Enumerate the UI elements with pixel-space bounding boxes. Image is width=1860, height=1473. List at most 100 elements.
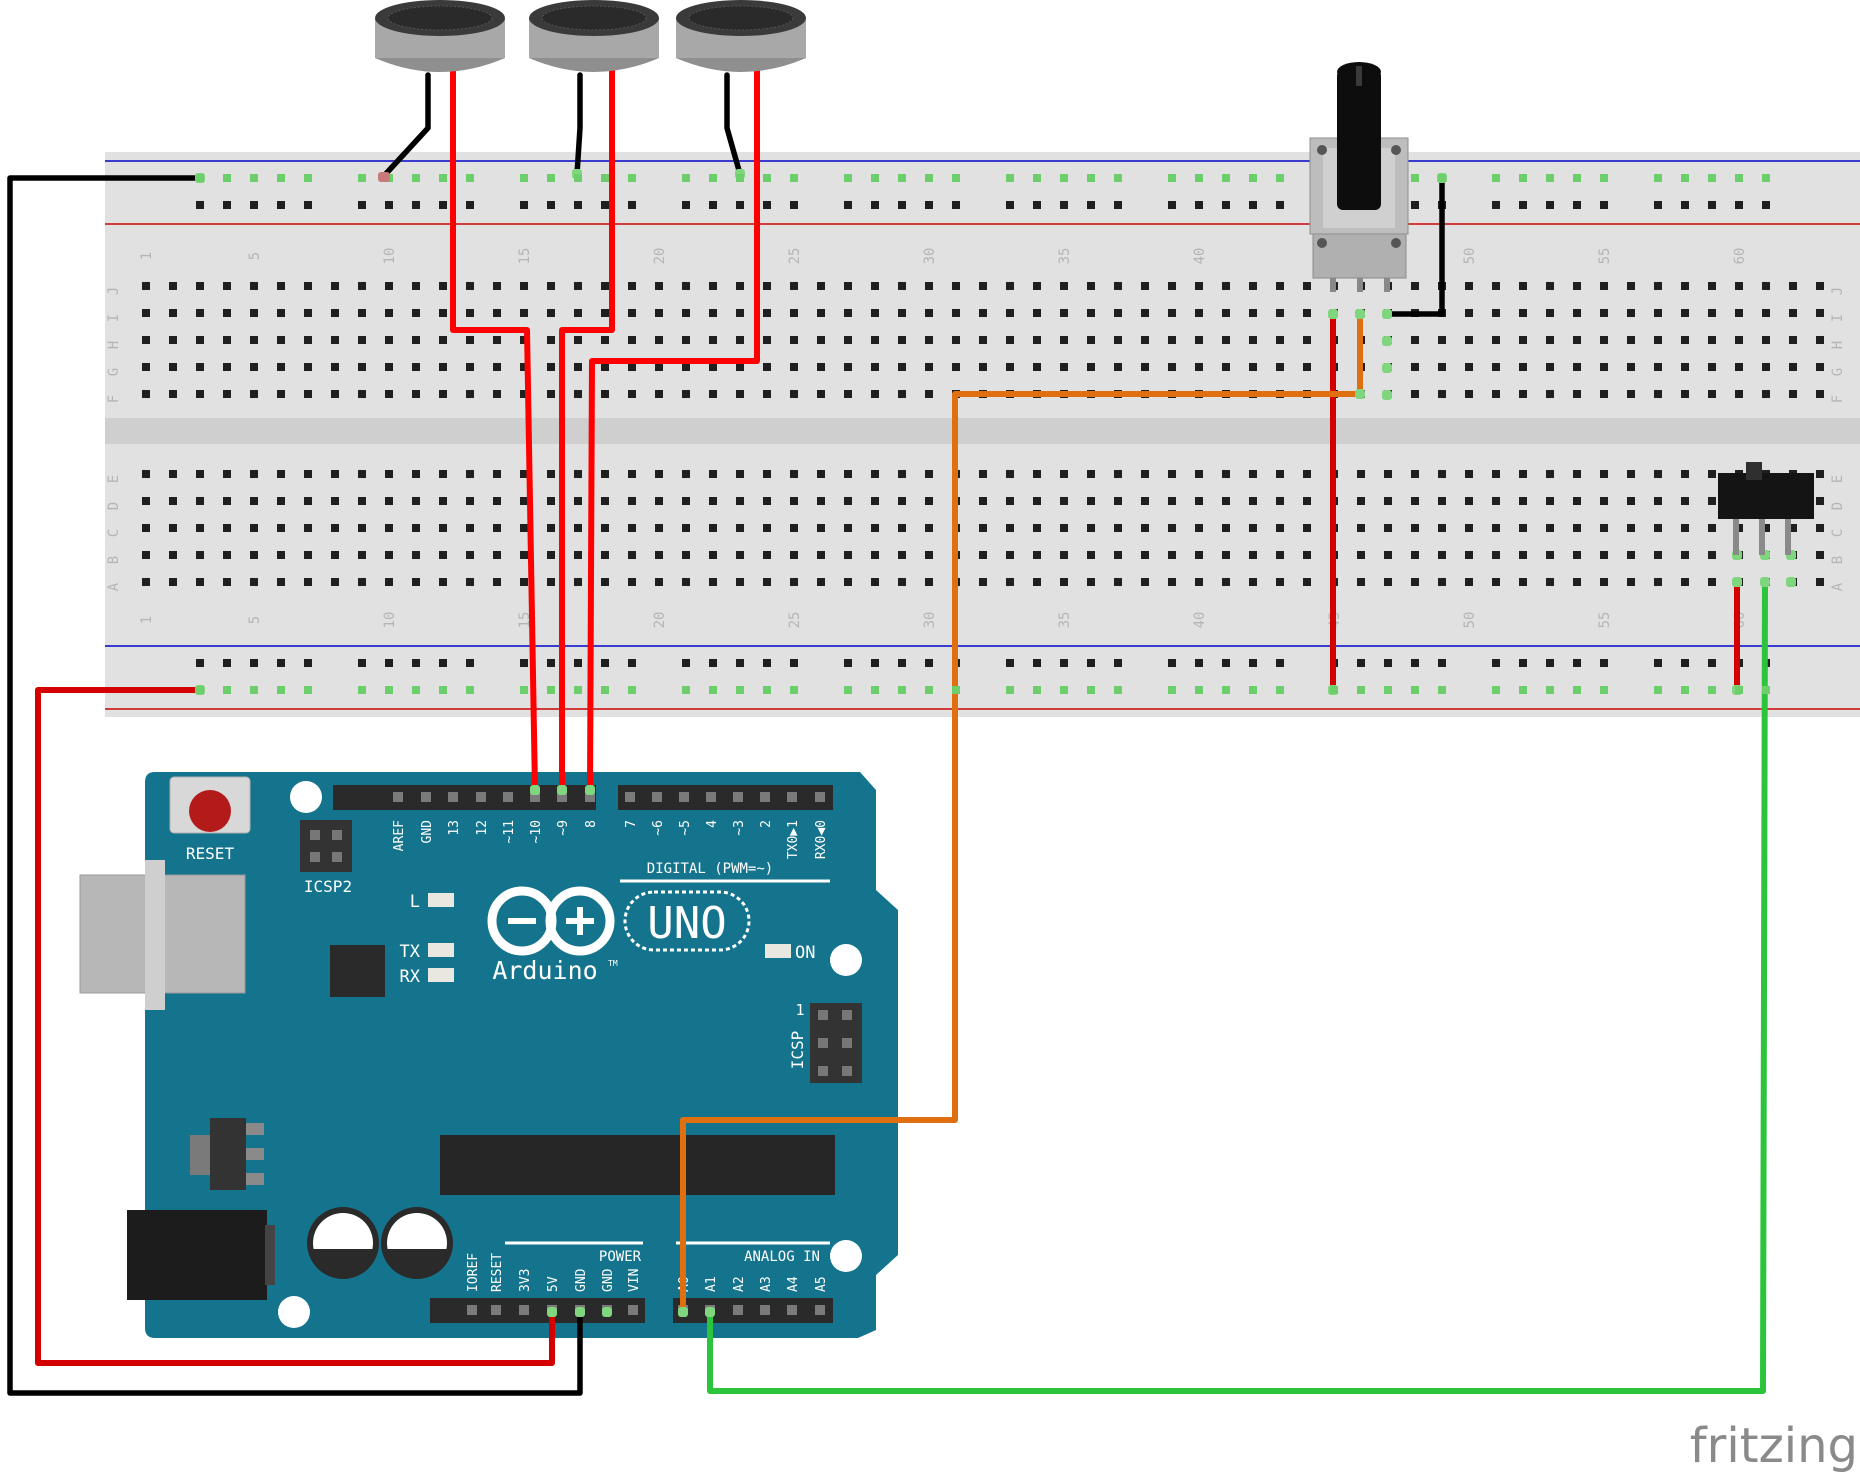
breadboard-hole bbox=[385, 309, 393, 317]
microphone-3 bbox=[676, 0, 806, 72]
mic2-ground-lead bbox=[574, 72, 583, 177]
breadboard-hole bbox=[1006, 578, 1014, 586]
breadboard-hole bbox=[439, 470, 447, 478]
rail-hole bbox=[1168, 201, 1176, 209]
connected-rail-hole bbox=[520, 174, 528, 182]
breadboard-hole bbox=[1060, 578, 1068, 586]
breadboard-hole bbox=[142, 470, 150, 478]
header-pin-hole bbox=[706, 792, 716, 802]
breadboard-hole bbox=[574, 497, 582, 505]
breadboard-hole bbox=[1249, 282, 1257, 290]
rail-hole bbox=[1222, 201, 1230, 209]
breadboard-hole bbox=[1816, 524, 1824, 532]
header-pin-hole bbox=[467, 1305, 477, 1315]
breadboard-hole bbox=[736, 390, 744, 398]
breadboard-hole bbox=[682, 309, 690, 317]
rail-hole bbox=[439, 201, 447, 209]
power-pin-label: 3V3 bbox=[518, 1269, 533, 1292]
rail-hole bbox=[628, 659, 636, 667]
breadboard-hole bbox=[1816, 363, 1824, 371]
breadboard-hole bbox=[682, 363, 690, 371]
rail-hole bbox=[709, 659, 717, 667]
dc-barrel-jack bbox=[127, 1210, 267, 1300]
breadboard-hole bbox=[1654, 524, 1662, 532]
breadboard-hole bbox=[1654, 336, 1662, 344]
rail-hole bbox=[439, 659, 447, 667]
row-letter-label: E bbox=[1830, 475, 1846, 483]
breadboard-hole bbox=[1681, 578, 1689, 586]
rail-hole bbox=[1546, 201, 1554, 209]
breadboard-hole bbox=[655, 470, 663, 478]
digital-pin-label: TX0▶1 bbox=[786, 820, 801, 859]
breadboard-hole bbox=[844, 551, 852, 559]
breadboard-hole bbox=[223, 336, 231, 344]
rail-hole bbox=[871, 201, 879, 209]
breadboard-hole bbox=[1600, 309, 1608, 317]
connected-rail-hole bbox=[844, 174, 852, 182]
breadboard-hole bbox=[385, 551, 393, 559]
breadboard-hole bbox=[898, 551, 906, 559]
breadboard-hole bbox=[655, 524, 663, 532]
row-letter-label: H bbox=[106, 341, 122, 349]
breadboard-hole bbox=[1114, 336, 1122, 344]
connected-rail-hole bbox=[736, 174, 744, 182]
breadboard-hole bbox=[1384, 497, 1392, 505]
breadboard-hole bbox=[1762, 309, 1770, 317]
breadboard-hole bbox=[439, 578, 447, 586]
breadboard-hole bbox=[574, 551, 582, 559]
breadboard-hole bbox=[1708, 282, 1716, 290]
rail-hole bbox=[223, 201, 231, 209]
breadboard-hole bbox=[601, 390, 609, 398]
rail-hole bbox=[844, 201, 852, 209]
rail-hole bbox=[250, 659, 258, 667]
breadboard-hole bbox=[1303, 363, 1311, 371]
breadboard-hole bbox=[304, 497, 312, 505]
breadboard-hole bbox=[331, 309, 339, 317]
header-pin bbox=[818, 1010, 828, 1020]
breadboard-hole bbox=[358, 336, 366, 344]
arduino-uno-board: RESET ICSP2 L TX RX ON Arduino TM bbox=[79, 772, 898, 1338]
connected-rail-hole bbox=[1384, 686, 1392, 694]
column-number-label: 35 bbox=[1057, 248, 1073, 265]
breadboard-hole bbox=[1276, 309, 1284, 317]
connection-point bbox=[530, 785, 540, 795]
connected-rail-hole bbox=[1249, 174, 1257, 182]
potentiometer-ground-wire bbox=[1384, 175, 1445, 317]
breadboard-hole bbox=[196, 470, 204, 478]
connection-point bbox=[1382, 390, 1392, 400]
breadboard-hole bbox=[1546, 390, 1554, 398]
rail-hole bbox=[1060, 201, 1068, 209]
breadboard-hole bbox=[1438, 497, 1446, 505]
connected-rail-hole bbox=[628, 686, 636, 694]
breadboard-hole bbox=[1573, 524, 1581, 532]
rail-hole bbox=[898, 659, 906, 667]
breadboard-hole bbox=[250, 497, 258, 505]
breadboard-hole bbox=[1816, 309, 1824, 317]
breadboard-hole bbox=[790, 524, 798, 532]
connected-rail-hole bbox=[1762, 686, 1770, 694]
breadboard-hole bbox=[709, 470, 717, 478]
analog-pin-label: A1 bbox=[704, 1276, 719, 1292]
breadboard-hole bbox=[1465, 470, 1473, 478]
breadboard-hole bbox=[1141, 282, 1149, 290]
breadboard-hole bbox=[223, 524, 231, 532]
mounting-hole bbox=[278, 1296, 310, 1328]
connection-point bbox=[678, 1307, 688, 1317]
breadboard-hole bbox=[1006, 470, 1014, 478]
digital-pin-label: ~10 bbox=[529, 820, 544, 843]
breadboard-hole bbox=[601, 470, 609, 478]
digital-pin-label: ~9 bbox=[556, 820, 571, 836]
breadboard-hole bbox=[1087, 497, 1095, 505]
breadboard-hole bbox=[169, 309, 177, 317]
breadboard-hole bbox=[1681, 497, 1689, 505]
breadboard-hole bbox=[277, 336, 285, 344]
breadboard-hole bbox=[1627, 497, 1635, 505]
breadboard-center-channel bbox=[105, 418, 1860, 444]
rail-hole bbox=[250, 201, 258, 209]
column-number-label: 25 bbox=[787, 612, 803, 629]
breadboard-hole bbox=[1600, 524, 1608, 532]
breadboard-hole bbox=[709, 282, 717, 290]
breadboard-hole bbox=[1465, 551, 1473, 559]
breadboard-hole bbox=[790, 578, 798, 586]
